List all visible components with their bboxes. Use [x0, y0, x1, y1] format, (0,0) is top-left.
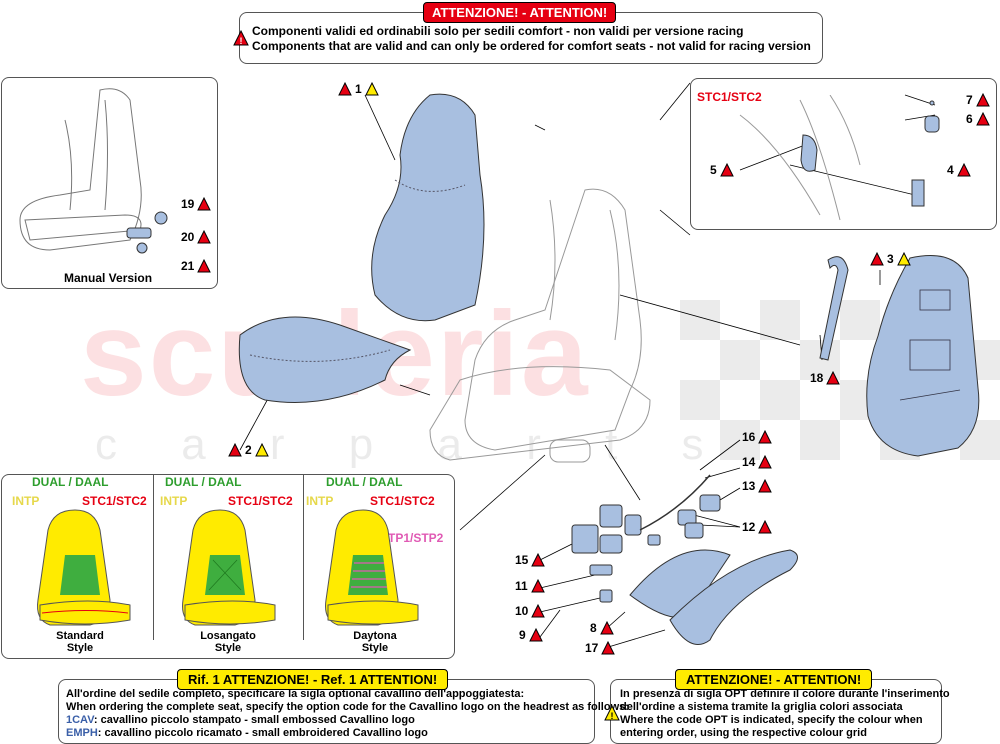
callout-8: 8 — [590, 621, 614, 635]
ref-note-code2-text: : cavallino piccolo ricamato - small emb… — [97, 727, 428, 739]
style-1-intp: INTP — [12, 494, 40, 508]
detail-box — [690, 78, 997, 230]
manual-version-box — [1, 77, 218, 289]
style-2-seat — [182, 509, 276, 626]
manual-version-label: Manual Version — [64, 271, 153, 285]
callout-20: 20 — [181, 230, 212, 244]
callout-21: 21 — [181, 259, 212, 273]
opt-note-line1: In presenza di sigla OPT definire il col… — [620, 688, 950, 700]
style-3-seat — [325, 509, 419, 626]
ref-note-code2: EMPH — [66, 727, 98, 739]
callout-6: 6 — [966, 112, 990, 126]
main-seat-drawing — [429, 188, 651, 463]
watermark-sub: c a r p a r t s — [95, 420, 730, 469]
callout-17: 17 — [585, 641, 616, 655]
styles-box — [1, 474, 455, 659]
svg-text:!: ! — [240, 36, 243, 46]
detail-drawing — [739, 95, 940, 221]
callout-13: 13 — [742, 479, 773, 493]
opt-note-line4: entering order, using the respective col… — [620, 727, 867, 739]
top-notice-line-it: Componenti validi ed ordinabili solo per… — [252, 24, 744, 38]
style-3-dual: DUAL / DAAL — [326, 475, 403, 489]
callout-16: 16 — [742, 430, 773, 444]
callout-4: 4 — [947, 163, 971, 177]
callout-11: 11 — [515, 579, 545, 593]
part-3-seat-frame — [819, 255, 980, 457]
style-1-stc: STC1/STC2 — [82, 494, 147, 508]
callout-18: 18 — [810, 371, 841, 385]
top-notice-banner: ATTENZIONE! - ATTENTION! — [423, 2, 617, 23]
ref-note-banner: Rif. 1 ATTENZIONE! - Ref. 1 ATTENTION! — [177, 669, 449, 690]
callout-19: 19 — [181, 197, 212, 211]
ref-note-code1-row: 1CAV: cavallino piccolo stampato - small… — [66, 714, 415, 727]
top-notice-line-en: Components that are valid and can only b… — [252, 39, 811, 53]
callout-15: 15 — [515, 553, 546, 567]
callout-12: 12 — [742, 520, 773, 534]
part-2-cushion-cover — [238, 316, 412, 403]
ref-note-code1: 1CAV — [66, 714, 94, 726]
callout-2: 2 — [228, 443, 269, 457]
style-2-dual: DUAL / DAAL — [165, 475, 242, 489]
detail-tag: STC1/STC2 — [697, 90, 762, 104]
ref-note-line2: When ordering the complete seat, specify… — [66, 701, 629, 713]
style-1-seat — [37, 509, 131, 626]
opt-note-line2: dell'ordine a sistema tramite la griglia… — [620, 701, 903, 713]
callout-7: 7 — [966, 93, 990, 107]
ref-note-code1-text: : cavallino piccolo stampato - small emb… — [93, 714, 415, 726]
callout-10: 10 — [515, 604, 546, 618]
opt-note-banner: ATTENZIONE! - ATTENTION! — [675, 669, 873, 690]
callout-14: 14 — [742, 455, 773, 469]
style-2-intp: INTP — [160, 494, 188, 508]
style-divider-1 — [153, 475, 154, 640]
ref-note-line1: All'ordine del sedile completo, specific… — [66, 688, 525, 700]
style-3-intp: INTP — [306, 494, 334, 508]
callout-1: 1 — [338, 82, 379, 96]
style-1-dual: DUAL / DAAL — [32, 475, 109, 489]
callout-9: 9 — [519, 628, 543, 642]
electrical-parts — [571, 474, 798, 645]
style-divider-2 — [303, 475, 304, 640]
warning-yellow-icon: ! — [604, 705, 620, 721]
callout-5: 5 — [710, 163, 734, 177]
style-3-stc: STC1/STC2 — [370, 494, 435, 508]
opt-note-line3: Where the code OPT is indicated, specify… — [620, 714, 923, 726]
style-2-stc: STC1/STC2 — [228, 494, 293, 508]
callout-3: 3 — [870, 252, 911, 266]
style-3-stp: STP1/STP2 — [380, 531, 444, 545]
svg-text:!: ! — [611, 711, 614, 721]
manual-seat-drawing — [19, 88, 168, 254]
ref-note-code2-row: EMPH: cavallino piccolo ricamato - small… — [66, 727, 428, 740]
part-1-backrest-cover — [371, 93, 485, 322]
warning-red-icon: ! — [233, 30, 249, 46]
